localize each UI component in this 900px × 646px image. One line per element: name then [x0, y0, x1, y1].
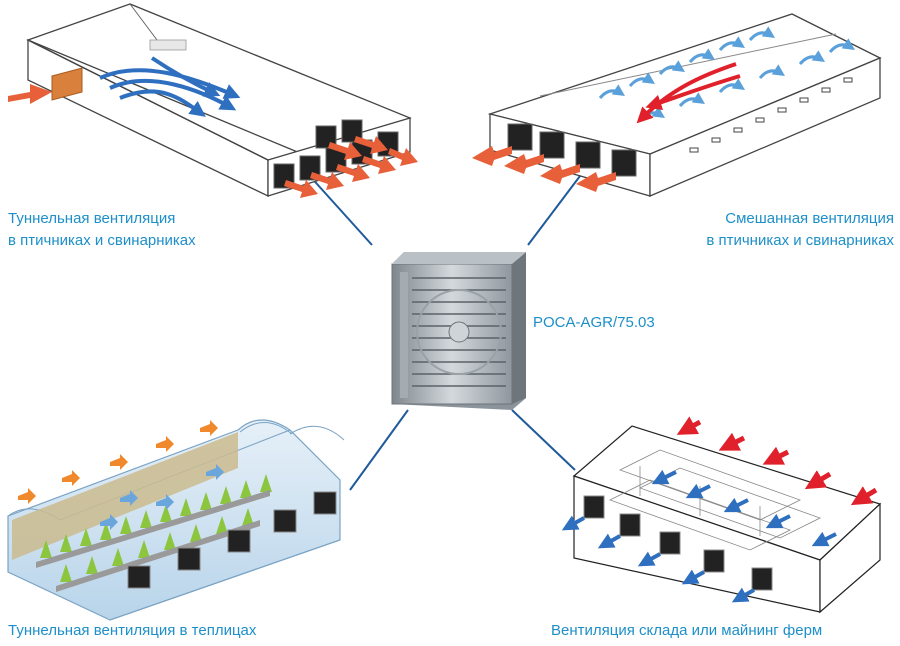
caption-tunnel-poultry: Туннельная вентиляция в птичниках и свин…: [8, 208, 196, 252]
plant-icon: [190, 524, 202, 542]
plant-icon: [160, 504, 172, 522]
inflow-arrow: [110, 454, 128, 470]
connector-bottom-right: [511, 409, 576, 471]
connector-top-right: [527, 175, 581, 246]
plant-rows: [40, 474, 272, 582]
plant-icon: [220, 486, 232, 504]
warehouse-illustration: [561, 416, 882, 614]
caption-warehouse-mining: Вентиляция склада или майнинг ферм: [551, 620, 822, 642]
plant-icon: [216, 516, 228, 534]
outflow-arrow: [310, 172, 344, 190]
connector-bottom-left: [349, 409, 409, 491]
fan-icon: [751, 567, 773, 591]
arrow-icon: [206, 464, 224, 480]
outflow-arrow: [504, 154, 544, 174]
fan-icon: [273, 509, 297, 533]
connector-top-left: [307, 173, 373, 246]
plant-icon: [164, 532, 176, 550]
arrow-icon: [100, 514, 118, 530]
plant-icon: [240, 480, 252, 498]
plant-icon: [260, 474, 272, 492]
connector-lines: [307, 173, 581, 491]
caption-line: в птичниках и свинарниках: [706, 232, 894, 249]
fan-icon: [619, 513, 641, 537]
caption-mixed-poultry: Смешанная вентиляция в птичниках и свина…: [706, 208, 894, 252]
fan-icon: [313, 491, 337, 515]
outflow-arrow: [472, 146, 512, 166]
barn-fans: [507, 123, 637, 177]
plant-icon: [40, 540, 52, 558]
caption-line: Туннельная вентиляция: [8, 210, 176, 227]
caption-line: в птичниках и свинарниках: [8, 232, 196, 249]
outflow-arrow: [354, 136, 388, 154]
plant-icon: [60, 534, 72, 552]
plant-icon: [100, 522, 112, 540]
plant-icon: [60, 564, 72, 582]
plant-icon: [242, 508, 254, 526]
inflow-arrow: [18, 488, 36, 504]
arrow-icon: [156, 494, 174, 510]
plant-icon: [112, 548, 124, 566]
fan-icon: [659, 531, 681, 555]
fan-icon: [703, 549, 725, 573]
greenhouse-fans: [127, 491, 337, 589]
outflow-arrow: [540, 164, 580, 184]
plant-icon: [86, 556, 98, 574]
fan-icon: [127, 565, 151, 589]
warehouse-fans: [583, 495, 773, 591]
plant-icon: [120, 516, 132, 534]
fan-icon: [177, 547, 201, 571]
product-model-label: POCA-AGR/75.03: [533, 314, 655, 331]
inflow-arrow: [156, 436, 174, 452]
inflow-arrow: [8, 84, 52, 104]
fan-icon: [583, 495, 605, 519]
greenhouse-illustration: [7, 419, 345, 621]
fan-icon: [448, 321, 470, 343]
outflow-arrow: [284, 180, 318, 198]
plant-icon: [200, 492, 212, 510]
inflow-arrow: [200, 420, 218, 436]
barn-mixed-illustration: [472, 13, 882, 197]
plant-icon: [80, 528, 92, 546]
outflow-arrow: [362, 156, 396, 174]
caption-line: Туннельная вентиляция в теплицах: [8, 622, 257, 639]
outflow-arrow: [388, 148, 418, 166]
caption-line: Смешанная вентиляция: [725, 210, 894, 227]
arrow-icon: [120, 490, 138, 506]
fan-icon: [227, 529, 251, 553]
outflow-arrow: [576, 172, 616, 192]
plant-icon: [180, 498, 192, 516]
caption-line: Вентиляция склада или майнинг ферм: [551, 622, 823, 639]
fan-icon: [575, 141, 601, 169]
plant-icon: [138, 540, 150, 558]
barn-tunnel-illustration: [8, 3, 418, 198]
outflow-arrow: [328, 142, 362, 160]
fan-icon: [507, 123, 533, 151]
plant-icon: [140, 510, 152, 528]
product-fan-image: [391, 252, 526, 410]
fan-icon: [539, 131, 565, 159]
inflow-arrow: [62, 470, 80, 486]
fan-icon: [611, 149, 637, 177]
caption-greenhouse: Туннельная вентиляция в теплицах: [8, 620, 256, 642]
outflow-arrow: [336, 164, 370, 182]
